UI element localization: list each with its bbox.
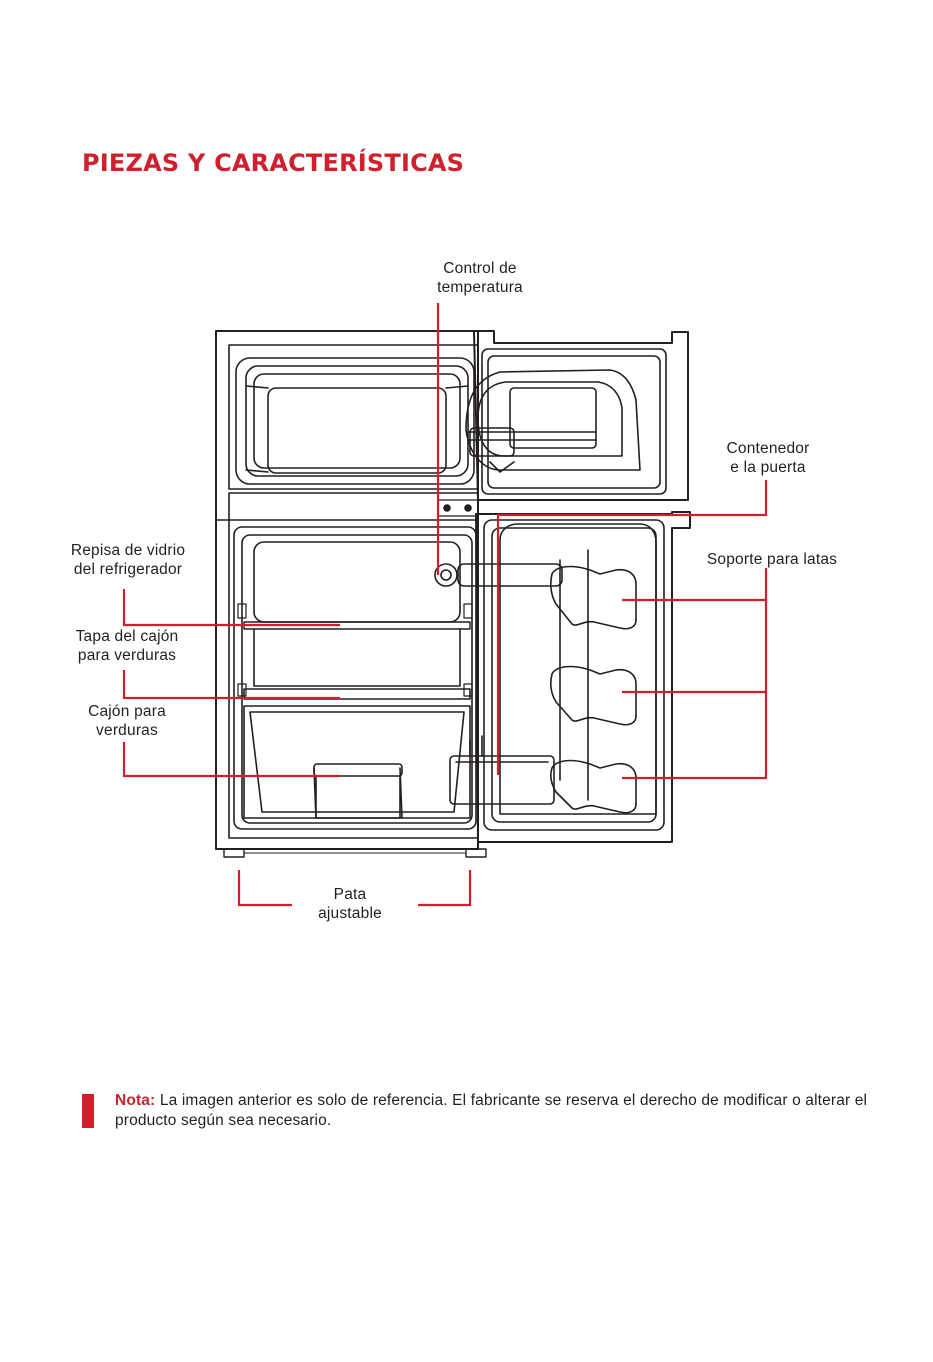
callout-crisper-cover bbox=[122, 670, 340, 700]
label-can-holder: Soporte para latas bbox=[706, 551, 838, 568]
note-text: La imagen anterior es solo de referencia… bbox=[115, 1092, 868, 1129]
callout-glass-shelf bbox=[122, 589, 340, 627]
control-panel bbox=[437, 499, 479, 517]
label-crisper: Cajón para verduras bbox=[88, 703, 166, 739]
refrigerator-cabinet bbox=[215, 330, 487, 858]
label-crisper-cover: Tapa del cajón para verduras bbox=[75, 628, 179, 664]
callout-crisper bbox=[122, 742, 340, 778]
freezer-compartment bbox=[235, 357, 475, 485]
fridge-door bbox=[434, 511, 691, 843]
callout-leg-right bbox=[418, 870, 472, 907]
callout-door-bin bbox=[496, 480, 768, 775]
label-temp-control: Control de temperatura bbox=[437, 260, 523, 296]
label-door-bin: Contenedor e la puerta bbox=[726, 440, 810, 476]
note: Nota: La imagen anterior es solo de refe… bbox=[115, 1091, 895, 1131]
note-marker bbox=[82, 1094, 94, 1128]
freezer-door bbox=[465, 330, 689, 501]
fridge-compartment bbox=[233, 526, 477, 830]
label-adjustable-leg: Pata ajustable bbox=[318, 886, 382, 922]
label-glass-shelf: Repisa de vidrio del refrigerador bbox=[70, 542, 186, 578]
callout-can-holder bbox=[622, 598, 768, 780]
note-label: Nota: bbox=[115, 1092, 156, 1109]
page-title: PIEZAS Y CARACTERÍSTICAS bbox=[82, 149, 465, 177]
callout-leg-left bbox=[237, 870, 292, 907]
